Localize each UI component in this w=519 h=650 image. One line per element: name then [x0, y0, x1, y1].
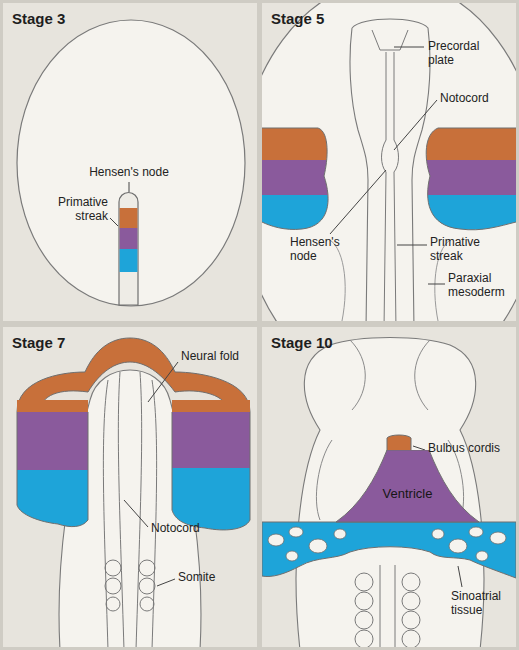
- part-label: Notocord: [151, 522, 231, 536]
- part-label: Primative streak: [430, 236, 494, 264]
- part-label: Paraxial mesoderm: [448, 272, 514, 300]
- stage10-embryo: [262, 338, 516, 648]
- panel-ground: [3, 3, 257, 321]
- stage-title: Stage 10: [271, 334, 333, 351]
- stage-title: Stage 7: [12, 334, 65, 351]
- stage-title: Stage 3: [12, 10, 65, 27]
- part-label: Precordal plate: [428, 40, 500, 68]
- stage3-embryo: [17, 20, 245, 306]
- part-label: Primative streak: [46, 196, 108, 224]
- part-label: Somite: [178, 571, 248, 585]
- stage7-embryo: [10, 338, 255, 647]
- part-label: Hensen's node: [290, 236, 352, 264]
- part-label: Sinoatrial tissue: [451, 590, 515, 618]
- part-label: Neural fold: [181, 350, 243, 364]
- part-label: Hensen's node: [79, 166, 179, 180]
- stage-title: Stage 5: [271, 10, 324, 27]
- stage5-embryo: [262, 3, 516, 321]
- part-label: Notocord: [440, 92, 510, 106]
- ventricle-region: Ventricle: [335, 450, 480, 523]
- part-label: Bulbus cordis: [428, 442, 516, 456]
- stage-panel: Stage 7: [3, 327, 257, 647]
- stage-panel: Stage 3: [3, 3, 257, 321]
- region-label: Ventricle: [383, 472, 433, 501]
